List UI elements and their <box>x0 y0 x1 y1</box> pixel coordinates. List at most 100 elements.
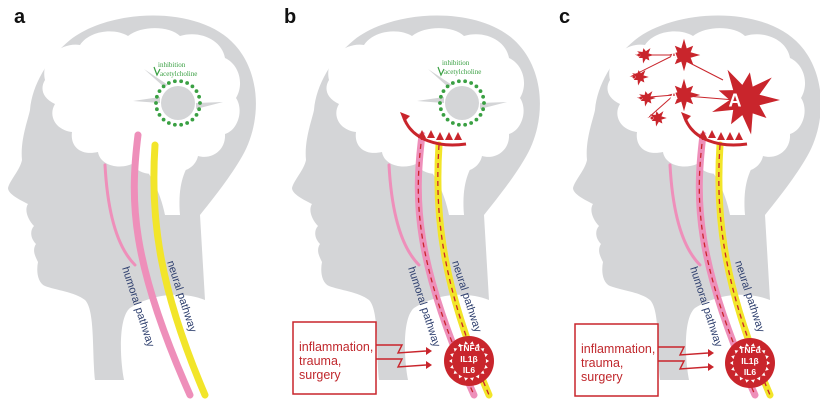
acetylcholine-dot <box>197 107 202 112</box>
trigger-arrows <box>376 344 432 369</box>
acetylcholine-dot <box>179 122 184 127</box>
trigger-box <box>574 323 659 397</box>
ring-core <box>445 86 479 120</box>
link-dot <box>639 96 643 100</box>
activated-cell-icon <box>632 70 649 86</box>
zigzag-arrow <box>658 346 709 356</box>
acetylcholine-dot <box>456 79 461 84</box>
barrier-tooth <box>681 112 691 122</box>
cytokine-label: IL6 <box>744 367 757 377</box>
activated-cells <box>629 38 780 135</box>
acetylcholine-dot <box>441 112 446 117</box>
link-dot <box>632 75 636 79</box>
acetylcholine-dot <box>445 84 450 89</box>
cytokine-label: IL1β <box>741 356 758 366</box>
acetylcholine-dot <box>478 89 483 94</box>
barrier-tooth <box>717 132 725 140</box>
humoral-branch <box>387 163 421 267</box>
acetylcholine-dot <box>463 79 468 84</box>
cell-link <box>629 54 675 78</box>
zigzag-arrow <box>376 358 427 368</box>
acetylcholine-dot <box>172 79 177 84</box>
acetylcholine-dot <box>197 94 202 99</box>
barrier-tooth <box>400 112 410 122</box>
barrier-tooth <box>418 130 426 138</box>
acetylcholine-dot <box>438 94 443 99</box>
trigger-arrows <box>658 346 714 371</box>
acetylcholine-dot <box>154 101 158 105</box>
acetylcholine-dot <box>161 84 166 89</box>
acetylcholine-dot <box>198 101 202 105</box>
inhibition-arrow-icon <box>437 66 445 77</box>
cytokine-label: IL1β <box>460 354 477 364</box>
trigger-line: surgery <box>299 368 341 382</box>
blood-brain-barrier-jaw <box>400 112 467 147</box>
inhibition-arrow-icon <box>153 66 161 77</box>
acetylcholine-label: acetylcholine <box>160 70 197 78</box>
arrow-head-icon <box>426 361 432 369</box>
cytokine-core <box>733 346 767 380</box>
activated-cell-icon <box>639 91 656 107</box>
barrier-tooth <box>436 132 444 140</box>
cell-link <box>683 59 724 81</box>
activated-cell-icon <box>650 111 667 127</box>
trigger-line: trauma, <box>581 356 623 370</box>
inhibition-label: inhibition <box>442 59 470 67</box>
acetylcholine-dot <box>481 94 486 99</box>
acetylcholine-dot <box>441 89 446 94</box>
barrier-tooth <box>427 130 435 138</box>
acetylcholine-dot <box>450 81 455 85</box>
link-dot <box>650 116 654 120</box>
acetylcholine-dot <box>154 94 159 99</box>
cytokine-label: IL6 <box>463 365 476 375</box>
zigzag-arrow <box>376 344 427 354</box>
acetylcholine-dot <box>450 121 455 125</box>
activated-cell-icon <box>712 69 780 135</box>
acetylcholine-dot <box>172 122 177 127</box>
activated-cell-label: A <box>646 116 651 122</box>
barrier-tooth <box>726 132 734 140</box>
acetylcholine-dot <box>438 107 443 112</box>
cell-link <box>647 94 675 119</box>
activated-cell-icon <box>637 48 654 64</box>
activated-cell-label: A <box>628 75 633 81</box>
barrier-tooth <box>445 132 453 140</box>
barrier-tooth <box>708 130 716 138</box>
acetylcholine-dot <box>478 112 483 117</box>
acetylcholine-ring <box>417 66 507 127</box>
inhibition-label: inhibition <box>158 61 186 69</box>
signal-ray <box>417 69 507 109</box>
acetylcholine-dot <box>482 101 486 105</box>
acetylcholine-dot <box>154 107 159 112</box>
activated-cell-label: A <box>670 90 678 102</box>
acetylcholine-dot <box>469 121 474 125</box>
cytokine-burst <box>444 336 494 386</box>
panel-label: b <box>284 6 296 28</box>
barrier-arc <box>402 117 467 147</box>
acetylcholine-dot <box>179 79 184 84</box>
acetylcholine-dot <box>463 122 468 127</box>
acetylcholine-dot <box>161 117 166 122</box>
acetylcholine-dot <box>157 89 162 94</box>
brain-shape <box>607 28 806 174</box>
acetylcholine-dot <box>190 84 195 89</box>
activated-cell-label: A <box>670 50 678 62</box>
link-dot <box>637 53 641 57</box>
humoral-branch <box>103 163 137 267</box>
arrow-head-icon <box>708 363 714 371</box>
acetylcholine-label: acetylcholine <box>444 68 481 76</box>
arrow-head-icon <box>426 347 432 355</box>
humoral-branch <box>668 163 702 267</box>
acetylcholine-dot <box>190 117 195 122</box>
neural-pathway <box>150 141 209 399</box>
trigger-box <box>292 321 377 395</box>
activated-cell-icon <box>667 78 701 112</box>
acetylcholine-dot <box>157 112 162 117</box>
acetylcholine-dot <box>456 122 461 127</box>
acetylcholine-dot <box>474 117 479 122</box>
barrier-tooth <box>735 132 743 140</box>
cytokine-label: TNFα <box>739 345 762 355</box>
